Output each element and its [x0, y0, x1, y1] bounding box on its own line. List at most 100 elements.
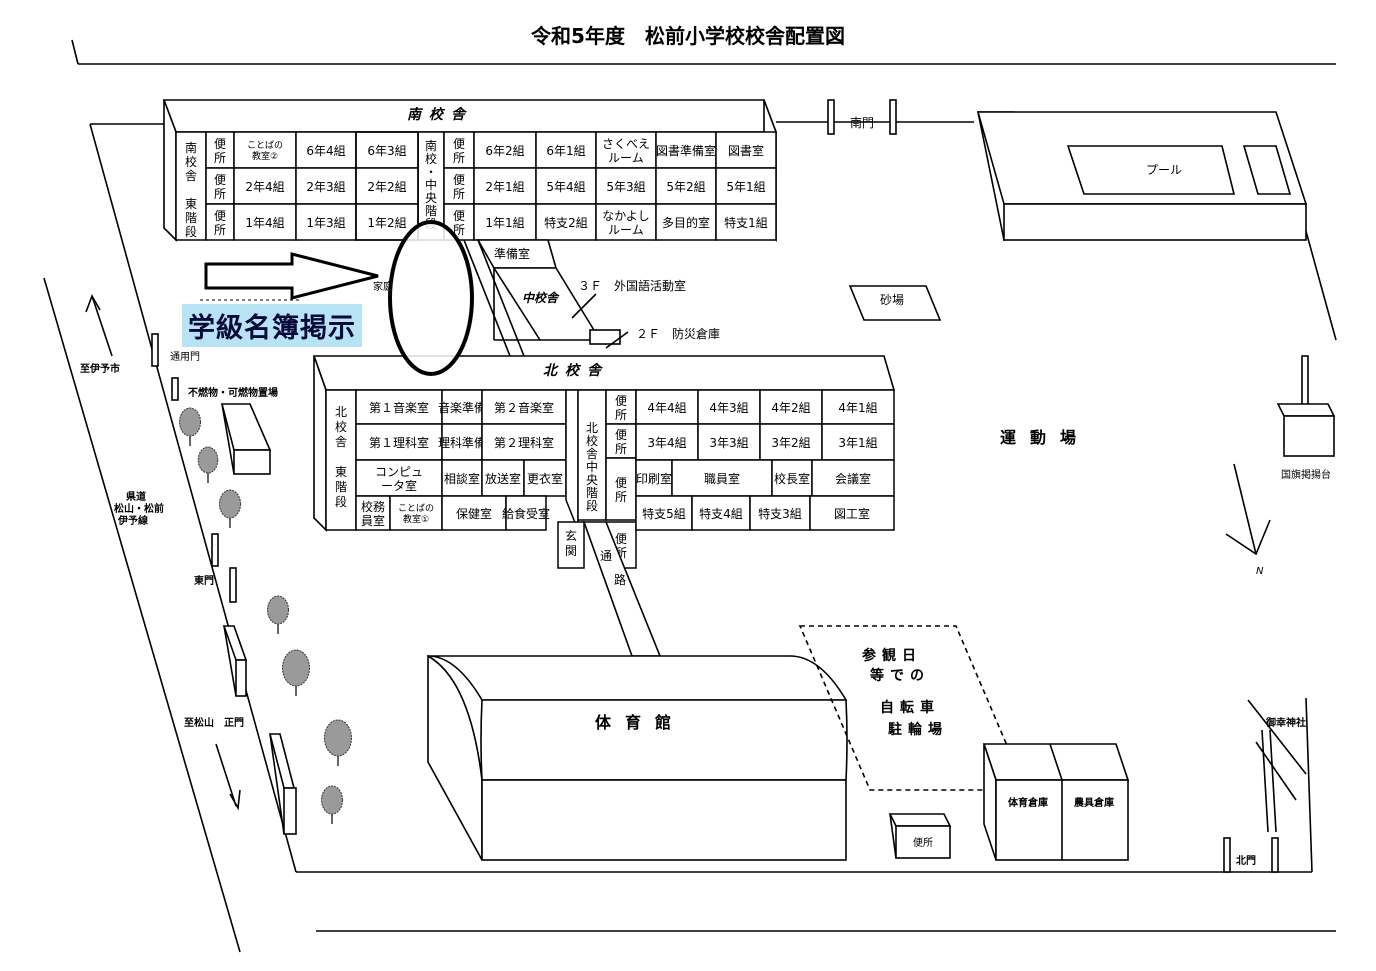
- east-gate-label: 東門: [194, 574, 214, 587]
- third-floor-label: ３Ｆ 外国語活動室: [578, 278, 686, 293]
- north-room-label: 3年4組: [647, 436, 686, 450]
- north-room: [691, 495, 751, 531]
- south-room-label: 便所: [214, 173, 226, 201]
- stairs-char: 南: [425, 138, 437, 153]
- north-room: [441, 459, 483, 497]
- entrance-label: 玄関: [565, 528, 577, 558]
- toilet-label: 便所: [913, 836, 933, 849]
- garbage-label: 不燃物・可燃物置場: [188, 386, 278, 399]
- south-room-label: 図書準備室: [656, 143, 716, 158]
- north-toilet-label: 便所: [615, 476, 627, 504]
- leader-line: [571, 293, 597, 319]
- stairs-char: 階: [185, 210, 197, 225]
- boundary-line: [71, 39, 79, 65]
- north-room-label: 特支4組: [699, 506, 743, 521]
- trees: [179, 407, 352, 824]
- toilet-building: [895, 825, 951, 859]
- middle-prep-label: 準備室: [494, 246, 530, 261]
- south-room-label: 6年1組: [546, 144, 585, 158]
- south-room: [295, 203, 357, 241]
- north-room: [635, 423, 699, 461]
- garbage-shed: [233, 449, 271, 475]
- south-room-border: [355, 131, 419, 241]
- north-room-label: 理科準備: [438, 435, 486, 450]
- sandpit-label: 砂場: [880, 293, 904, 307]
- south-room: [655, 203, 717, 241]
- boundary-line: [1305, 697, 1313, 873]
- stairs-char: 校: [586, 433, 598, 448]
- to-iyo-label: 至伊予市: [80, 362, 120, 375]
- north-room-label: 給食受室: [502, 506, 550, 521]
- north-center-stairs: [577, 389, 607, 521]
- north-room-label: 放送室: [485, 471, 521, 486]
- sandpit: [848, 285, 942, 321]
- north-room-label: 音楽準備: [438, 400, 486, 415]
- north-toilet: [605, 457, 637, 521]
- stairs-char: 中: [586, 459, 598, 474]
- north-room-label: 第１理科室: [369, 435, 429, 450]
- north-toilet: [605, 423, 637, 459]
- flag-pole: 国旗掲揚台: [1276, 355, 1336, 481]
- north-room: [355, 495, 391, 531]
- south-room-label: 2年1組: [485, 180, 524, 194]
- class-list-notice: 学級名簿掲示: [182, 304, 362, 347]
- south-room-label: 便所: [453, 209, 465, 237]
- stairs-char: 北: [335, 405, 347, 419]
- stairs-char: 舎: [586, 447, 598, 461]
- south-room-label: 2年4組: [245, 180, 284, 194]
- shrine-gate-icon: [1247, 699, 1307, 833]
- north-room-label: 特支5組: [642, 506, 686, 521]
- north-room: [749, 495, 811, 531]
- south-room-label: 図書室: [728, 143, 764, 158]
- north-room: [771, 459, 813, 497]
- arrow-to-iyo-icon: [85, 294, 113, 357]
- south-room: [595, 167, 657, 205]
- north-room-label: 4年2組: [771, 401, 810, 415]
- middle-corridor: [477, 239, 525, 357]
- south-room: [355, 167, 419, 205]
- storage-buildings: 体育倉庫 農具倉庫: [982, 743, 1130, 861]
- south-room: [205, 167, 235, 205]
- bike-parking-label: 参観日等での自転車駐輪場: [862, 647, 948, 738]
- road-label: 県道松山・松前伊予線: [114, 490, 164, 527]
- north-gate-label: 北門: [1236, 854, 1256, 867]
- arrow-to-matsuyama-icon: [215, 743, 241, 811]
- stairs-char: 舎: [335, 435, 347, 449]
- stairs-char: 段: [335, 494, 347, 509]
- pool-area: プール: [976, 111, 1308, 242]
- tree-icon: [282, 649, 310, 696]
- main-gate-label: 至松山 正門: [184, 716, 244, 729]
- stairs-char: 中: [425, 177, 437, 192]
- gym-wall: [481, 779, 847, 861]
- shrine-label: 御幸神社: [1265, 716, 1306, 729]
- stairs-char: ・: [425, 165, 437, 179]
- south-room-label: 6年3組: [367, 144, 406, 158]
- north-room-label: 保健室: [456, 506, 492, 521]
- south-east-stairs: [175, 131, 207, 241]
- south-room-label: 特支1組: [724, 215, 768, 230]
- south-room-label: 1年2組: [367, 216, 406, 230]
- north-room: [635, 389, 699, 425]
- north-room-label: 相談室: [444, 471, 480, 486]
- gate-shed: [283, 787, 297, 835]
- arrow-right-icon: [204, 252, 379, 300]
- north-room: [635, 459, 673, 497]
- gate-shed: [235, 659, 247, 697]
- south-room: [473, 131, 537, 169]
- stairs-char: 舎: [185, 169, 197, 183]
- north-corridor: [565, 389, 579, 531]
- page-title: 令和5年度 松前小学校校舎配置図: [531, 24, 845, 48]
- stairs-char: 階: [335, 479, 347, 494]
- south-room-label: 5年3組: [606, 180, 645, 194]
- gate-post: [889, 99, 897, 135]
- stairs-char: 東: [335, 465, 347, 479]
- home-ec-label: 家庭: [373, 280, 393, 293]
- north-room: [505, 495, 547, 531]
- stairs-char: 校: [185, 154, 197, 169]
- gym: 体育館: [427, 654, 848, 861]
- boundary-line: [89, 123, 297, 873]
- north-room: [635, 495, 693, 531]
- service-gate-label: 通用門: [170, 351, 200, 363]
